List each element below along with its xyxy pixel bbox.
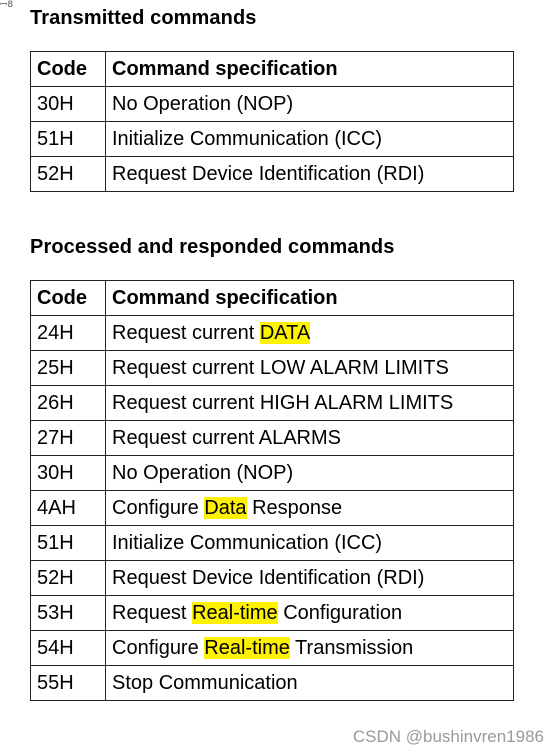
spec-text: Initialize Communication (ICC) — [112, 531, 383, 554]
spec-text: Request Device Identification (RDI) — [112, 162, 425, 185]
command-specification: Request current DATA — [105, 315, 514, 351]
table-row: 51H Initialize Communication (ICC) — [30, 525, 514, 561]
watermark: CSDN @bushinvren1986 — [352, 727, 544, 746]
transmitted-commands-table: Code Command specification 30H No Operati… — [30, 51, 514, 192]
command-specification: Request Device Identification (RDI) — [105, 560, 514, 596]
table-row: 25H Request current LOW ALARM LIMITS — [30, 350, 514, 386]
transmitted-rows: 30H No Operation (NOP) 51H Initialize Commu… — [30, 86, 514, 192]
table-row: 51H Initialize Communication (ICC) — [30, 121, 514, 157]
spec-text: Request current LOW ALARM LIMITS — [112, 356, 449, 379]
code-column-header: Code — [30, 280, 106, 316]
highlighted-term: Real-time — [204, 636, 290, 659]
command-specification: Configure Data Response — [105, 490, 514, 526]
spec-column-header: Command specification — [105, 280, 514, 316]
command-specification: No Operation (NOP) — [105, 86, 514, 122]
spec-text: Request current — [112, 321, 260, 344]
processed-commands-title: Processed and responded commands — [30, 236, 395, 258]
table-row: 30H No Operation (NOP) — [30, 86, 514, 122]
table-row: 30H No Operation (NOP) — [30, 455, 514, 491]
spec-text: No Operation (NOP) — [112, 92, 294, 115]
highlighted-term: DATA — [259, 321, 311, 344]
spec-text: Configure — [112, 636, 205, 659]
spec-text: Request Device Identification (RDI) — [112, 566, 425, 589]
spec-text: Request — [112, 601, 193, 624]
spec-text: Initialize Communication (ICC) — [112, 127, 383, 150]
command-specification: Request current LOW ALARM LIMITS — [105, 350, 514, 386]
spec-text: Stop Communication — [112, 671, 298, 694]
table-header-row: Code Command specification — [30, 51, 514, 87]
code-column-header: Code — [30, 51, 106, 87]
command-specification: Request Device Identification (RDI) — [105, 156, 514, 192]
command-code: 24H — [30, 315, 106, 351]
command-specification: Request current ALARMS — [105, 420, 514, 456]
table-row: 52H Request Device Identification (RDI) — [30, 156, 514, 192]
spec-text: Request current HIGH ALARM LIMITS — [112, 391, 454, 414]
spec-text: Response — [246, 496, 343, 519]
table-row: 52H Request Device Identification (RDI) — [30, 560, 514, 596]
corner-mark: ꟷ8 — [0, 0, 14, 10]
command-specification: Request Real-time Configuration — [105, 595, 514, 631]
command-specification: Initialize Communication (ICC) — [105, 121, 514, 157]
command-code: 52H — [30, 560, 106, 596]
command-code: 4AH — [30, 490, 106, 526]
command-code: 30H — [30, 455, 106, 491]
command-code: 54H — [30, 630, 106, 666]
command-specification: Stop Communication — [105, 665, 514, 701]
transmitted-commands-title: Transmitted commands — [30, 7, 257, 29]
command-code: 53H — [30, 595, 106, 631]
spec-text: Transmission — [289, 636, 414, 659]
spec-column-header: Command specification — [105, 51, 514, 87]
command-code: 25H — [30, 350, 106, 386]
highlighted-term: Data — [204, 496, 247, 519]
command-specification: Request current HIGH ALARM LIMITS — [105, 385, 514, 421]
table-header-row: Code Command specification — [30, 280, 514, 316]
command-code: 52H — [30, 156, 106, 192]
highlighted-term: Real-time — [192, 601, 278, 624]
command-specification: Initialize Communication (ICC) — [105, 525, 514, 561]
spec-text: Request current ALARMS — [112, 426, 341, 449]
table-row: 26H Request current HIGH ALARM LIMITS — [30, 385, 514, 421]
command-specification: No Operation (NOP) — [105, 455, 514, 491]
command-code: 55H — [30, 665, 106, 701]
command-specification: Configure Real-time Transmission — [105, 630, 514, 666]
command-code: 27H — [30, 420, 106, 456]
table-row: 27H Request current ALARMS — [30, 420, 514, 456]
spec-text: Configure — [112, 496, 205, 519]
command-code: 51H — [30, 525, 106, 561]
spec-text: No Operation (NOP) — [112, 461, 294, 484]
spec-text: Configuration — [277, 601, 403, 624]
command-code: 51H — [30, 121, 106, 157]
command-code: 26H — [30, 385, 106, 421]
table-row: 55H Stop Communication — [30, 665, 514, 701]
command-code: 30H — [30, 86, 106, 122]
